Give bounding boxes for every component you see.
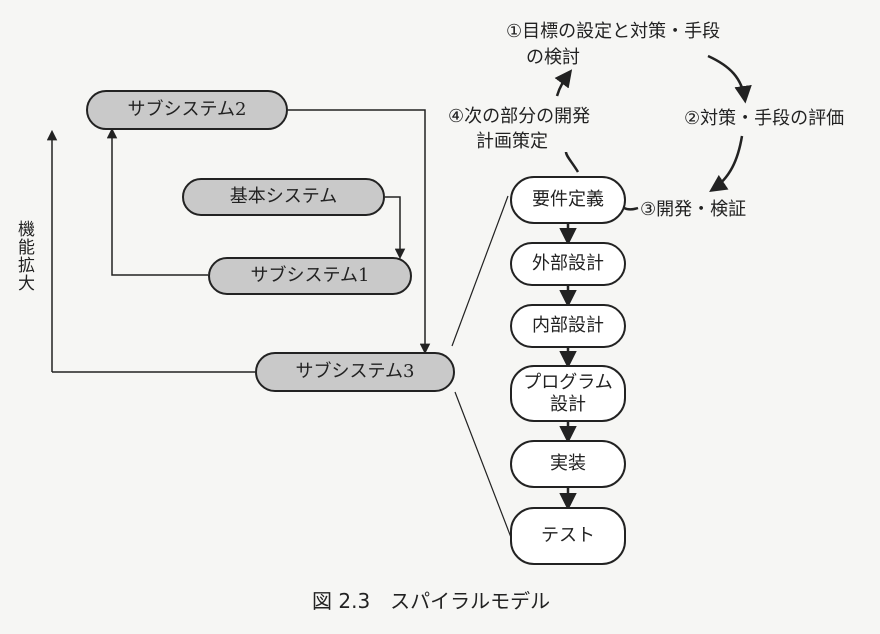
base-to-sub1-arrow: [385, 196, 406, 260]
cycle-arc-4: [564, 151, 580, 173]
phase-program-design: プログラム 設計: [510, 365, 626, 422]
cycle-arc-1: [707, 54, 752, 104]
fan-line-top: [451, 195, 509, 347]
cycle-step-3: ③開発・検証: [640, 199, 747, 220]
fan-line-bottom: [454, 391, 513, 541]
cycle-arc-2: [709, 135, 744, 192]
phase-internal-design: 内部設計: [510, 304, 626, 348]
subsystem-1-node: サブシステム1: [208, 257, 412, 295]
sub1-to-sub2-arrow: [106, 127, 208, 276]
subsystem-2-node: サブシステム2: [86, 90, 288, 130]
cycle-arc-3: [623, 206, 639, 211]
cycle-step-2: ②対策・手段の評価: [684, 108, 845, 129]
cycle-step-1-line1: ①目標の設定と対策・手段: [506, 21, 721, 42]
base-system-node: 基本システム: [182, 178, 385, 216]
sub2-to-sub3-arrow: [288, 109, 431, 355]
cycle-step-4-line2: 計画策定: [476, 131, 548, 152]
phase-test: テスト: [510, 507, 626, 565]
functional-expansion-label: 機能拡大: [14, 220, 34, 292]
phase-implementation: 実装: [510, 440, 626, 488]
cycle-step-4-line1: ④次の部分の開発: [448, 106, 591, 127]
phase-requirements: 要件定義: [510, 176, 626, 224]
phase-external-design: 外部設計: [510, 242, 626, 286]
subsystem-3-node: サブシステム3: [255, 352, 455, 392]
cycle-arc-5: [554, 69, 573, 97]
cycle-step-1-line2: の検討: [526, 47, 580, 68]
figure-caption: 図 2.3 スパイラルモデル: [312, 589, 551, 613]
